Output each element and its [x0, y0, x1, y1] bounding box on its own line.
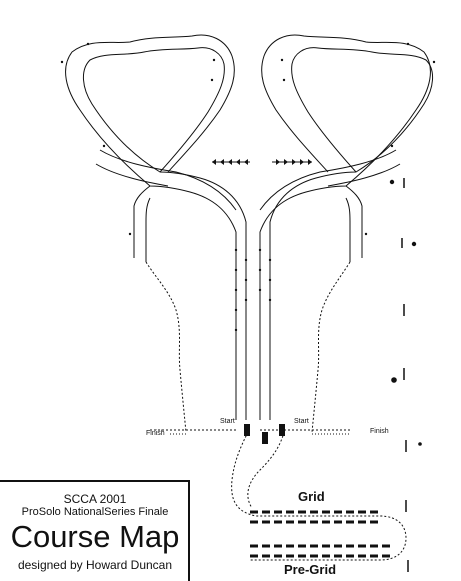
- title-line-series: ProSolo NationalSeries Finale: [21, 506, 169, 518]
- left-finish-chute: [145, 261, 187, 433]
- title-line-course-map: Course Map: [10, 519, 180, 554]
- title-block: SCCA 2001 ProSolo NationalSeries Finale …: [0, 480, 190, 581]
- title-line-designer: designed by Howard Duncan: [17, 558, 173, 572]
- title-line-event: SCCA 2001: [63, 492, 127, 506]
- staging-road-inner: [247, 431, 285, 509]
- finish-label-right: Finish: [370, 428, 389, 435]
- left-crossover-edge-a: [99, 149, 237, 211]
- left-course-inner-edge: [83, 47, 247, 420]
- right-course-inner-edge: [269, 47, 433, 420]
- right-lower-lobe: [345, 185, 363, 262]
- finish-label-left: Finish: [146, 430, 165, 437]
- grid-label: Grid: [298, 489, 325, 504]
- left-course-outer-edge: [65, 34, 237, 420]
- left-lower-lobe: [133, 185, 151, 262]
- left-start-block: [244, 424, 250, 436]
- right-finish-chute: [311, 261, 351, 433]
- staging-road: [231, 431, 407, 561]
- start-label-left: Start: [220, 418, 235, 425]
- right-crossover-edge-a: [259, 149, 397, 211]
- pregrid-label: Pre-Grid: [284, 562, 337, 577]
- right-crossover-edge-b: [327, 163, 401, 187]
- right-course-outer-edge: [259, 34, 431, 420]
- center-start-block: [262, 432, 268, 444]
- right-start-block: [279, 424, 285, 436]
- start-label-right: Start: [294, 418, 309, 425]
- left-crossover-edge-b: [95, 163, 169, 187]
